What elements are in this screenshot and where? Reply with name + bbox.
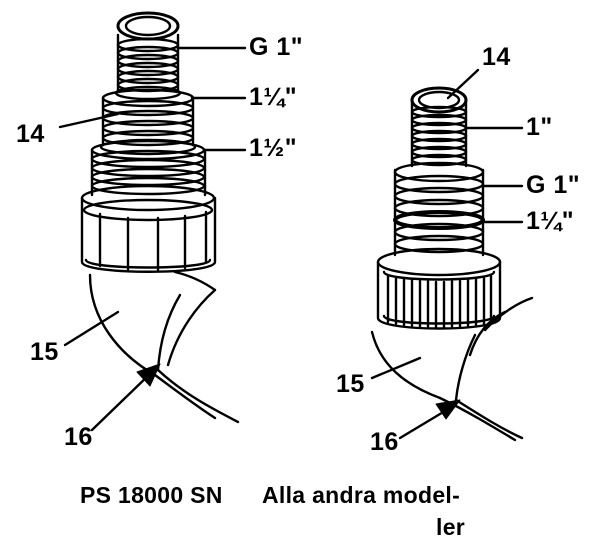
leader-right-14: [446, 68, 480, 100]
left-adapter: [58, 11, 247, 432]
arrow-left-16: [136, 363, 161, 387]
label-left-part-16: 16: [64, 423, 93, 451]
right-adapter: [370, 68, 534, 442]
left-tier-mid: [99, 88, 197, 156]
label-right-g1: G 1": [526, 171, 581, 199]
leader-right-15: [370, 356, 422, 380]
caption-model-left: PS 18000 SN: [80, 482, 223, 508]
label-left-part-15: 15: [30, 338, 59, 366]
left-nut: [80, 184, 217, 273]
leader-left-16: [90, 370, 154, 432]
right-opening: [410, 86, 468, 114]
leader-left-15: [63, 310, 120, 347]
right-tier-lower: [393, 161, 485, 257]
label-right-part-14: 14: [482, 43, 511, 71]
left-tier-top: [114, 33, 182, 101]
label-right-part-16: 16: [370, 428, 399, 456]
label-left-size-1-1-2: 1½": [249, 134, 298, 162]
label-right-size-1-1-4: 1¼": [526, 207, 575, 235]
caption-model-right-line1: Alla andra model-: [262, 482, 461, 508]
arrow-right-16: [435, 399, 461, 420]
label-left-size-1-1-4: 1¼": [249, 83, 298, 111]
caption-model-right-line2: ler: [436, 514, 466, 540]
leader-left-14: [58, 112, 120, 129]
label-left-g1: G 1": [249, 33, 304, 61]
label-right-size-1: 1": [526, 113, 553, 141]
right-tier-upper: [410, 98, 468, 168]
label-right-part-15: 15: [336, 370, 365, 398]
label-left-part-14: 14: [16, 120, 45, 148]
right-nut: [376, 247, 502, 330]
left-hose: [88, 270, 240, 424]
left-opening: [116, 11, 180, 41]
